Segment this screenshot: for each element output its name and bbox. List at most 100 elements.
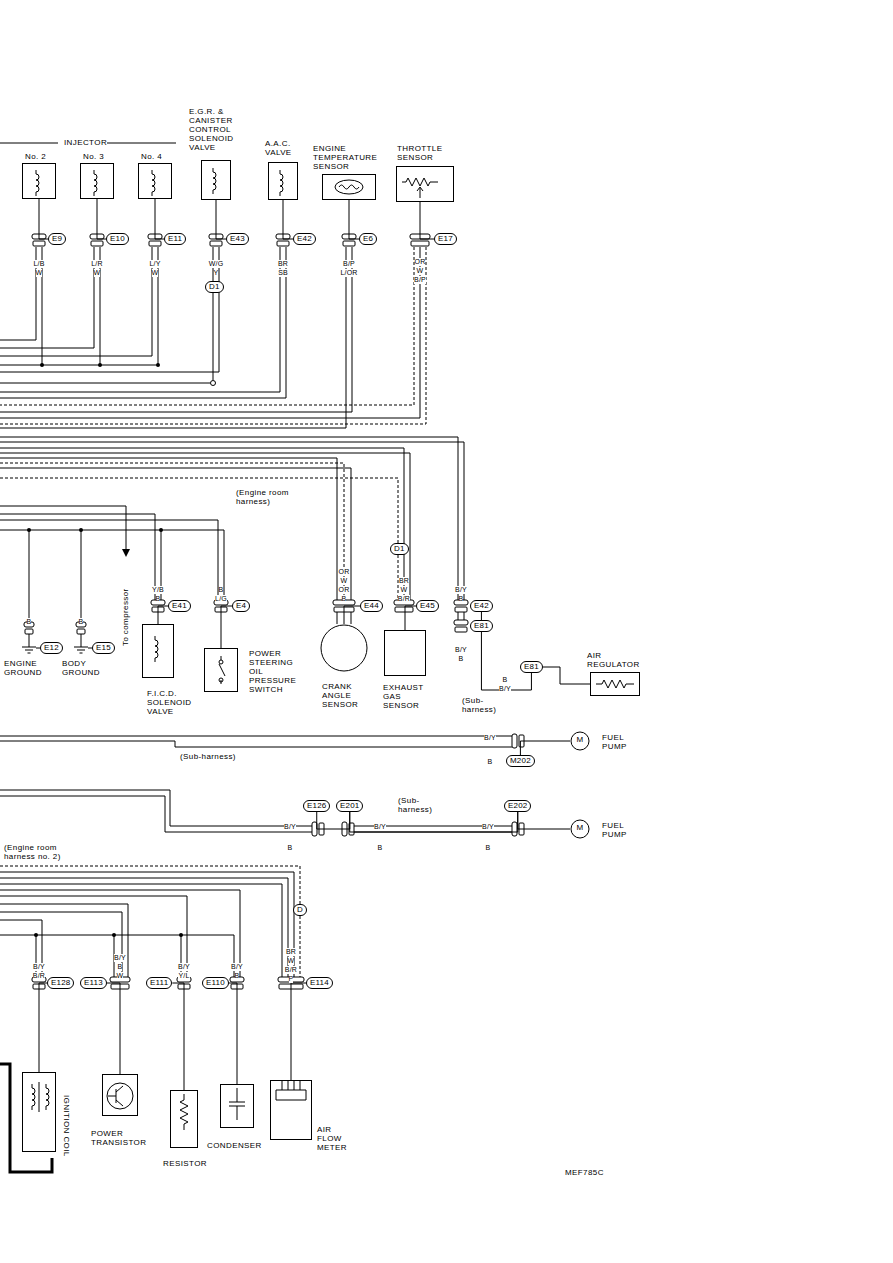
connector-id: E81 xyxy=(524,662,539,672)
wire-color-code: BR xyxy=(399,577,409,585)
harness-wire xyxy=(0,890,240,977)
component-box: A.A.C. VALVE xyxy=(268,162,298,200)
connector-id: D1 xyxy=(209,282,220,292)
connector-id: E126 xyxy=(307,801,326,811)
connector-tag: E111 xyxy=(146,977,172,989)
connector-id: E17 xyxy=(438,234,453,244)
connector-tag: D1 xyxy=(390,543,409,555)
harness-wire xyxy=(0,247,414,405)
harness-note: To compressor xyxy=(121,588,130,646)
wire-color-code: B/P xyxy=(414,276,426,284)
wire-color-code: B/Y xyxy=(455,586,467,594)
wire-color-code: OR xyxy=(339,586,350,594)
wire-color-code: L/B xyxy=(33,260,44,268)
harness-wire xyxy=(0,872,294,977)
harness-wire xyxy=(0,458,337,600)
figure-code: MEF785C xyxy=(565,1168,604,1177)
wire-color-code: W xyxy=(152,269,159,277)
wire-color-code: Y/B xyxy=(152,586,164,594)
wire-junction xyxy=(27,528,31,532)
wire-connector xyxy=(481,612,482,620)
ground-outline xyxy=(74,643,88,655)
wire-connector xyxy=(405,606,416,630)
wire-connector xyxy=(158,606,168,624)
circle-shape xyxy=(571,820,589,838)
component-label: RESISTOR xyxy=(163,1159,207,1168)
plug-housing xyxy=(455,627,467,632)
harness-wire xyxy=(0,143,58,144)
connector-tag: E81 xyxy=(520,661,543,673)
connector-tag: E45 xyxy=(416,600,439,612)
harness-wire xyxy=(0,884,282,977)
wire-connector xyxy=(350,812,518,832)
wire-color-code: B/Y xyxy=(499,685,511,693)
wire-connector xyxy=(229,983,237,1084)
wire-connector xyxy=(420,202,434,239)
plug-housing xyxy=(512,734,517,748)
component-label: M xyxy=(570,735,590,744)
wire-color-code: P xyxy=(289,975,294,983)
component-label: A.A.C. VALVE xyxy=(265,139,305,157)
harness-wire xyxy=(0,247,426,424)
harness-wire xyxy=(0,935,234,977)
wire-junction xyxy=(112,933,116,937)
wire-connector xyxy=(39,199,48,239)
component-label: No. 4 xyxy=(141,152,162,161)
wire-junction xyxy=(98,363,102,367)
wire-junction-open xyxy=(211,381,216,386)
solenoid-coil xyxy=(36,170,39,196)
air-flow-meter-symbol xyxy=(276,1080,306,1100)
harness-wire xyxy=(464,612,465,620)
switch-symbol xyxy=(219,656,225,684)
wire-color-code: B/Y xyxy=(455,646,467,654)
component-label: EXHAUST GAS SENSOR xyxy=(383,683,431,710)
plug-housing xyxy=(343,241,355,246)
connector-tag: E10 xyxy=(106,233,129,245)
harness-note: (Engine room harness no. 2) xyxy=(4,843,68,861)
harness-wire xyxy=(106,143,176,144)
harness-wire xyxy=(0,448,404,600)
connector-tag: E81 xyxy=(470,620,493,632)
component-box: No. 3 xyxy=(80,163,114,199)
harness-wire xyxy=(0,442,464,600)
connector-id: E81 xyxy=(474,621,489,631)
connector-id: D xyxy=(297,905,303,915)
solenoid-coil xyxy=(152,170,155,196)
connector-id: D1 xyxy=(394,544,405,554)
wire-color-code: B/Y xyxy=(482,823,494,831)
ground-outline xyxy=(22,643,36,655)
circle-shape xyxy=(321,625,367,671)
harness-wire xyxy=(0,478,398,600)
harness-wire xyxy=(0,247,152,356)
harness-wire xyxy=(0,912,122,977)
harness-wire xyxy=(29,634,30,643)
wire-color-code: B xyxy=(459,655,464,663)
plug-housing xyxy=(210,241,222,246)
harness-wire xyxy=(224,530,225,600)
connector-id: E110 xyxy=(206,978,225,988)
harness-wire xyxy=(458,612,459,620)
wire-color-code: B xyxy=(503,676,508,684)
potentiometer-symbol xyxy=(402,178,438,198)
wire-color-code: L/Y xyxy=(149,260,160,268)
connector-id: E128 xyxy=(51,978,70,988)
component-box: E.G.R. & CANISTER CONTROL SOLENOID VALVE xyxy=(201,160,231,200)
wire-color-code: B/Y xyxy=(484,734,496,742)
connector-tag: E128 xyxy=(47,977,74,989)
wire-junction xyxy=(79,528,83,532)
harness-note: (Engine room harness) xyxy=(236,488,298,506)
wire-color-code: W xyxy=(401,586,408,594)
wire-color-code: B xyxy=(79,618,84,626)
component-box: No. 2 xyxy=(22,163,56,199)
wire-junction xyxy=(34,933,38,937)
component-label: F.I.C.D. SOLENOID VALVE xyxy=(147,689,201,716)
wire-connector xyxy=(172,983,184,1090)
wire-color-code: OR xyxy=(415,258,426,266)
wire-connector xyxy=(518,812,570,829)
wire-color-code: B xyxy=(27,618,32,626)
connector-id: E9 xyxy=(52,234,62,244)
connector-tag: E15 xyxy=(92,642,115,654)
component-box: No. 4 xyxy=(138,163,172,199)
connector-id: E10 xyxy=(110,234,125,244)
component-symbols xyxy=(32,168,634,1130)
